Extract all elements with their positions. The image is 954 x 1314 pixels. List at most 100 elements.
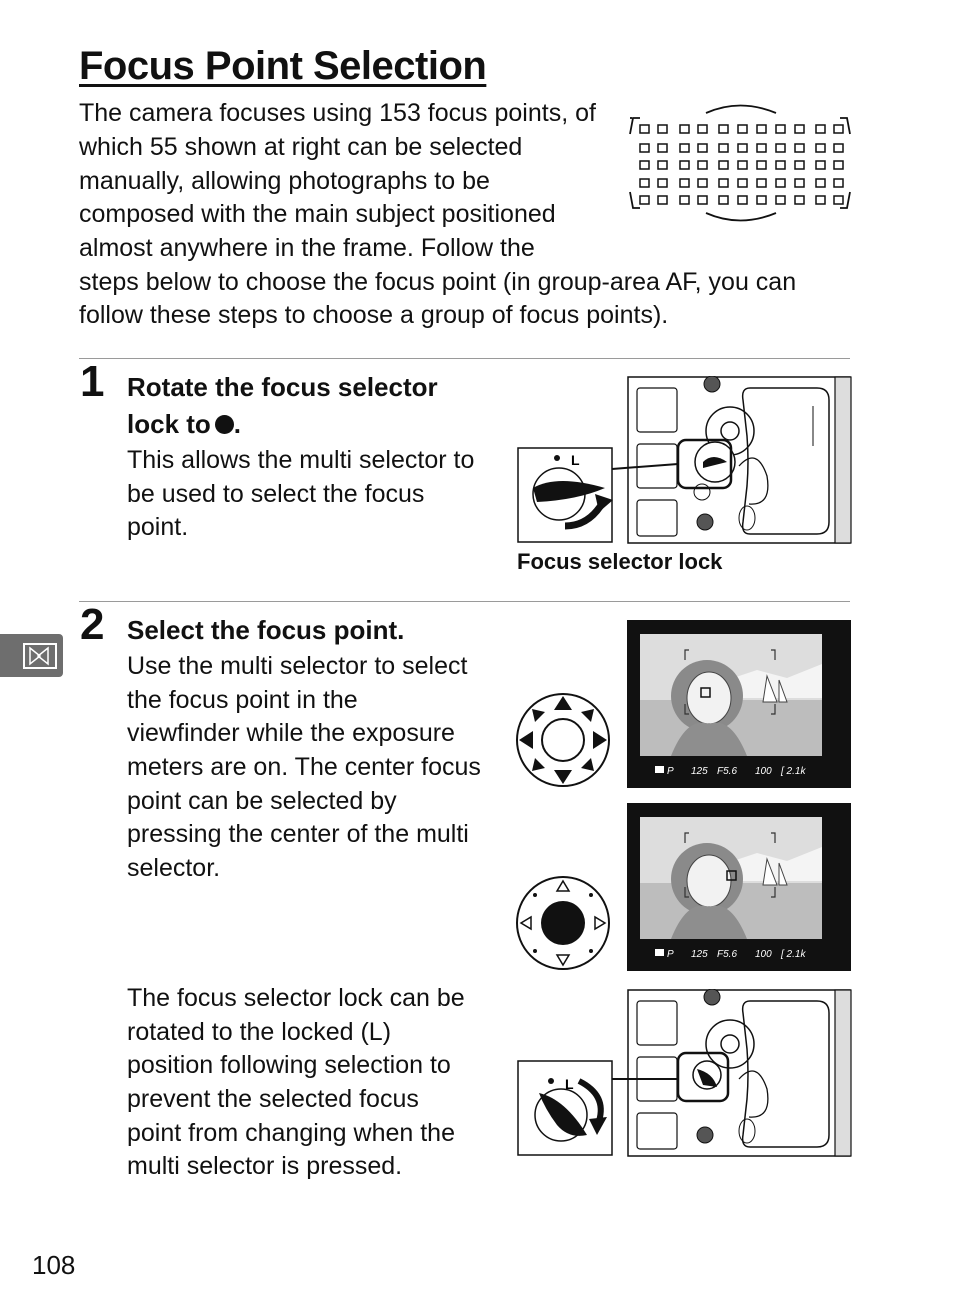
focus-point: [639, 124, 650, 134]
focus-point: [833, 160, 844, 170]
section-tab: [0, 634, 63, 677]
note-line: position following selection to: [127, 1051, 451, 1079]
focus-point: [794, 178, 805, 188]
focus-point: [756, 178, 767, 188]
step-body-line: selector.: [127, 854, 221, 882]
focus-point: [794, 143, 805, 153]
focus-point: [718, 124, 729, 134]
focus-point: [815, 143, 826, 153]
readout-shutter: 125: [691, 766, 708, 777]
focus-point: [718, 195, 729, 205]
step-number: 1: [80, 357, 105, 406]
intro-line: composed with the main subject positione…: [79, 200, 556, 228]
focus-point: [718, 143, 729, 153]
page-title: Focus Point Selection: [79, 44, 487, 88]
focus-point: [775, 178, 786, 188]
readout-aperture: F5.6: [717, 949, 737, 960]
step-title-text: lock to: [127, 409, 211, 439]
figure-caption: Focus selector lock: [517, 549, 723, 574]
intro-line: follow these steps to choose a group of …: [79, 301, 669, 329]
focus-point: [679, 160, 690, 170]
focus-point: [737, 178, 748, 188]
intro-line: almost anywhere in the frame. Follow the: [79, 234, 535, 262]
focus-point: [697, 143, 708, 153]
section-divider: [79, 601, 850, 602]
readout-frames: [ 2.1k: [780, 949, 806, 960]
focus-point: [639, 160, 650, 170]
intro-line: which 55 shown at right can be selected: [79, 133, 523, 161]
intro-line: steps below to choose the focus point (i…: [79, 268, 797, 296]
focus-point: [657, 178, 668, 188]
step-body-line: point can be selected by: [127, 787, 397, 815]
note-line: prevent the selected focus: [127, 1085, 419, 1113]
note-line: rotated to the locked (L): [127, 1018, 392, 1046]
focus-point: [679, 143, 690, 153]
focus-point: [833, 195, 844, 205]
focus-point: [639, 143, 650, 153]
step-body-line: Use the multi selector to select: [127, 652, 468, 680]
camera-back-illustration-locked: L: [517, 989, 852, 1157]
multi-selector-center-icon: [516, 876, 610, 970]
readout-aperture: F5.6: [717, 766, 737, 777]
focus-point: [756, 124, 767, 134]
step-title-suffix: .: [233, 409, 242, 439]
focus-point: [833, 178, 844, 188]
page-number: 108: [32, 1250, 76, 1280]
focus-point: [737, 160, 748, 170]
step-body-line: This allows the multi selector to: [127, 446, 475, 474]
focus-point: [639, 195, 650, 205]
readout-mode: P: [667, 949, 674, 960]
step-body-line: point.: [127, 513, 189, 541]
focus-point: [833, 143, 844, 153]
note-line: point from changing when the: [127, 1119, 455, 1147]
focus-point: [815, 124, 826, 134]
step-title: Select the focus point.: [127, 615, 405, 645]
focus-point: [737, 143, 748, 153]
focus-point: [679, 195, 690, 205]
focus-point: [718, 178, 729, 188]
focus-point: [718, 160, 729, 170]
focus-point: [815, 195, 826, 205]
focus-point: [657, 143, 668, 153]
step-body-line: meters are on. The center focus: [127, 753, 481, 781]
focus-point: [697, 178, 708, 188]
step-number: 2: [80, 600, 105, 649]
section-divider: [79, 358, 850, 359]
step-title-line2: lock to.: [127, 406, 241, 443]
focus-point: [756, 195, 767, 205]
focus-point: [775, 160, 786, 170]
focus-point: [639, 178, 650, 188]
readout-mode: P: [667, 766, 674, 777]
focus-point: [756, 160, 767, 170]
focus-point: [775, 143, 786, 153]
viewfinder-image-center: P 125 F5.6 100 [ 2.1k: [627, 803, 851, 971]
focus-point: [737, 124, 748, 134]
focus-point: [815, 160, 826, 170]
multi-selector-arrows-icon: [516, 693, 610, 787]
focus-point: [794, 160, 805, 170]
lock-label: L: [565, 1076, 574, 1092]
viewfinder-image-offcenter: P 125 F5.6 100 [ 2.1k: [627, 620, 851, 788]
focus-point: [697, 160, 708, 170]
focus-point: [756, 143, 767, 153]
focus-point: [794, 195, 805, 205]
focus-point: [679, 124, 690, 134]
readout-iso: 100: [755, 766, 772, 777]
focus-point: [697, 124, 708, 134]
unlocked-dot-icon: [214, 415, 234, 434]
note-line: multi selector is pressed.: [127, 1152, 403, 1180]
focus-point: [657, 195, 668, 205]
focus-points-diagram: [629, 104, 851, 222]
focus-point: [833, 124, 844, 134]
focus-point: [775, 195, 786, 205]
intro-line: manually, allowing photographs to be: [79, 167, 490, 195]
step-body-line: pressing the center of the multi: [127, 820, 469, 848]
focus-point: [697, 195, 708, 205]
step-body-line: be used to select the focus: [127, 480, 425, 508]
shooting-tab-icon: [23, 643, 57, 669]
focus-point: [775, 124, 786, 134]
focus-point: [794, 124, 805, 134]
focus-point: [737, 195, 748, 205]
focus-point: [679, 178, 690, 188]
lock-label: L: [571, 452, 580, 468]
